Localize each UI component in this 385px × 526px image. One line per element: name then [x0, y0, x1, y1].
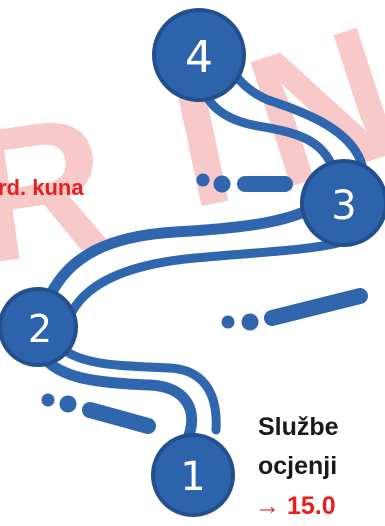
dash-upper-dot	[213, 175, 231, 193]
road-segment-2-1	[34, 346, 198, 444]
right-text-line-2: ocjenji	[258, 452, 338, 480]
step-2-number: 2	[28, 307, 52, 351]
step-node-3: 3	[300, 159, 385, 247]
dash-lower-long	[82, 402, 156, 434]
dash-lower-dot	[59, 395, 77, 413]
right-text-line-3: → 15.0	[255, 492, 336, 520]
dash-markers	[41, 173, 368, 434]
dash-middle-dot	[241, 313, 259, 331]
step-3-number: 3	[331, 183, 356, 229]
step-4-number: 4	[185, 32, 213, 83]
dash-middle-dot	[221, 315, 235, 329]
road-segment-3-2-lower	[67, 235, 353, 317]
dash-middle-long	[264, 288, 368, 326]
step-node-2: 2	[0, 287, 78, 367]
step-1-number: 1	[180, 454, 205, 500]
step-node-1: 1	[151, 433, 235, 517]
step-2-circle	[0, 287, 78, 367]
dash-upper-dot	[196, 173, 210, 187]
dash-lower-dot	[41, 393, 55, 407]
left-red-text: rd. kuna	[0, 175, 84, 200]
road-segment-2-1-lower	[59, 345, 221, 435]
step-1-circle	[151, 433, 235, 517]
step-node-4: 4	[152, 8, 246, 102]
right-text-line-1: Službe	[258, 413, 339, 441]
step-4-circle	[152, 8, 246, 102]
step-3-circle	[300, 159, 385, 247]
road-segment-3-2	[42, 199, 324, 306]
